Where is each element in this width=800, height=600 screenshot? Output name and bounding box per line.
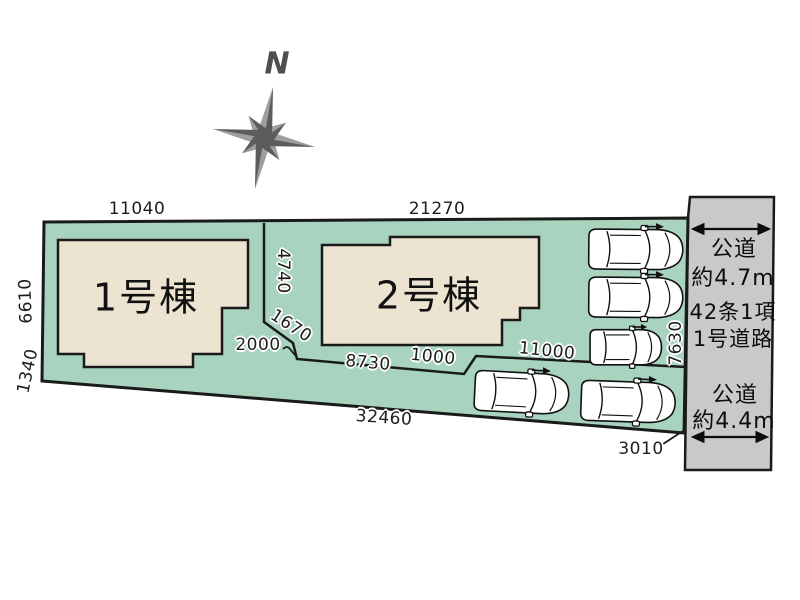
dim-boundary-vertical: 4740 [273,248,293,294]
building-2-footprint [320,235,541,347]
road-south-name: 公道 [711,383,759,408]
road-classification-line2: 1号道路 [692,327,774,351]
leader-3010 [662,428,687,445]
road-south-width: 約4.4m [692,409,776,434]
dim-southeast-corner: 3010 [618,439,664,459]
car-icon [589,323,663,370]
building-1-label: 1号棟 [92,275,200,320]
dim-b2-south: 8730 [344,351,392,375]
compass-north-label: N [264,46,290,82]
road-area [683,195,776,472]
road-north-name: 公道 [710,237,758,262]
building-1-footprint [56,238,250,369]
road-width-arrow-south [690,430,770,444]
dim-east-frontage: 7630 [666,320,686,366]
dim-west-upper: 6610 [15,278,37,324]
lot-boundary-line [262,223,687,376]
building-2-label: 2号棟 [375,273,483,318]
leader-2000 [282,346,298,358]
dim-b2-frontage: 21270 [408,199,466,219]
road-classification-line1: 42条1項 [689,300,777,324]
dim-b1-frontage: 11040 [108,199,166,219]
road-width-arrow-north [690,222,772,236]
compass-rose-icon [212,86,316,190]
road-north-width: 約4.7m [691,266,775,291]
dim-south-total: 32460 [355,406,413,430]
dim-boundary-step: 2000 [235,335,281,355]
